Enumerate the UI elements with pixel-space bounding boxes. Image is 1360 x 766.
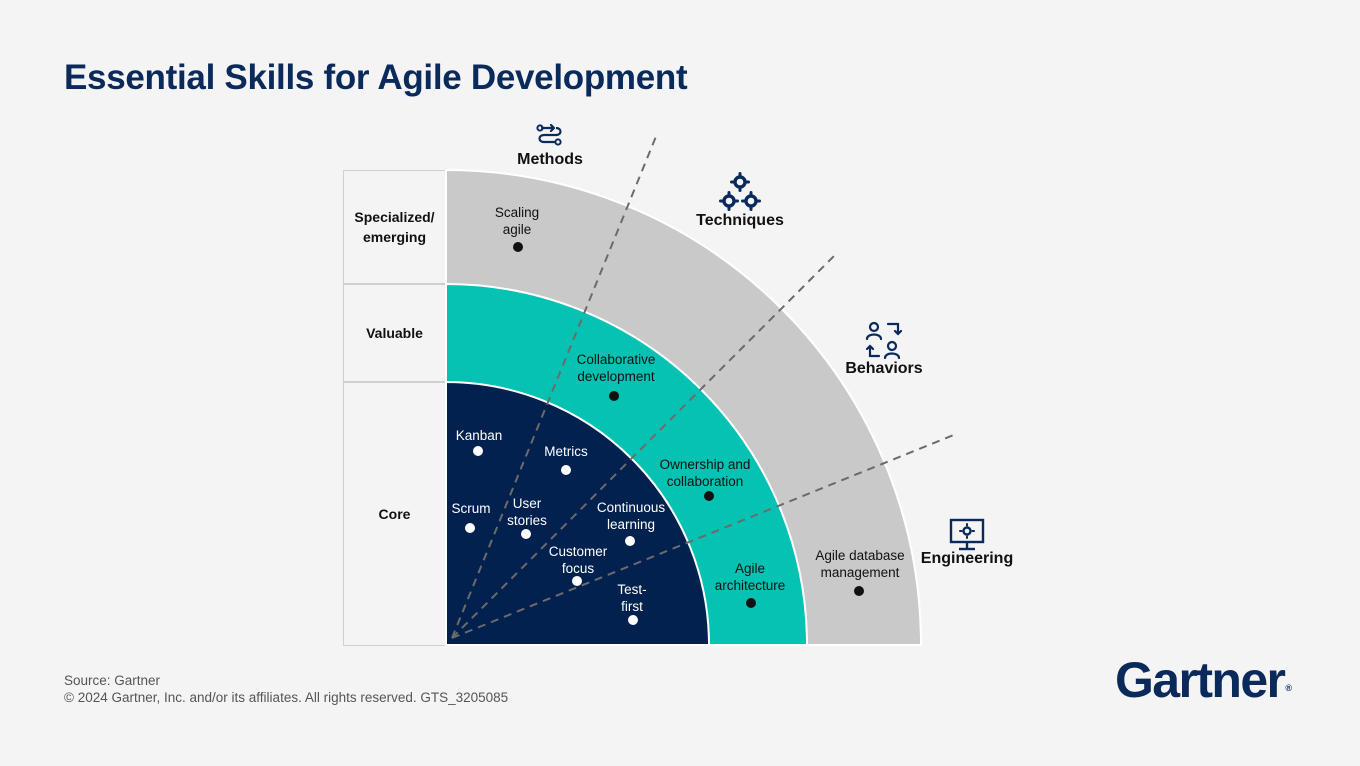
skill-dot	[628, 615, 638, 625]
footer-source-block: Source: Gartner © 2024 Gartner, Inc. and…	[64, 672, 508, 706]
skill-label-line: Kanban	[456, 428, 503, 443]
skill-label-line: Agile	[735, 561, 765, 576]
skill-label: Agile database management	[815, 548, 904, 580]
skill-label-line: Agile database	[815, 548, 904, 563]
skill-label-line: Test-	[617, 582, 646, 597]
skill-dot	[704, 491, 714, 501]
skill-label: Agile architecture	[715, 561, 786, 593]
category-techniques: Techniques	[696, 212, 784, 229]
skill-dot	[561, 465, 571, 475]
skill-label: Metrics	[544, 444, 588, 459]
category-engineering: Engineering	[920, 550, 1014, 567]
skill-label: Kanban	[456, 428, 503, 443]
skill-dot	[854, 586, 864, 596]
source-text: Source: Gartner	[64, 673, 161, 688]
skill-dot	[746, 598, 756, 608]
category-behaviors: Behaviors	[845, 360, 923, 377]
skill-item: Scrum	[451, 501, 491, 533]
skill-label: Scrum	[451, 501, 490, 516]
skill-dot	[625, 536, 635, 546]
skill-dot	[465, 523, 475, 533]
skill-label-line: Collaborative	[577, 352, 656, 367]
skill-label: Scaling agile	[495, 205, 539, 237]
people-exchange-icon	[865, 321, 903, 360]
skill-label-line: agile	[503, 222, 532, 237]
skill-label: Continuous learning	[597, 500, 666, 532]
segment-dividers	[451, 133, 957, 639]
skill-item: Continuous learning	[597, 500, 666, 546]
skill-item: Agile database management	[815, 548, 905, 596]
skill-item: Kanban	[456, 428, 503, 456]
skill-item: Collaborative development	[577, 352, 656, 401]
divider-behaviors-engineering	[451, 433, 957, 639]
skill-item: Scaling agile	[495, 205, 539, 252]
skill-item: Customer focus	[549, 544, 608, 586]
skill-label-line: management	[821, 565, 900, 580]
skill-label-line: stories	[507, 513, 547, 528]
skill-label-line: collaboration	[667, 474, 744, 489]
skill-label: Customer focus	[549, 544, 608, 576]
skill-label: User stories	[507, 496, 547, 528]
skill-label-line: Scrum	[451, 501, 490, 516]
copyright-text: © 2024 Gartner, Inc. and/or its affiliat…	[64, 690, 509, 705]
skill-label-line: learning	[607, 517, 655, 532]
skill-dot	[513, 242, 523, 252]
skill-label: Collaborative development	[577, 352, 656, 384]
divider-methods-techniques	[451, 133, 658, 639]
gears-icon	[719, 172, 761, 211]
row-label-core-text: Core	[378, 506, 411, 522]
skill-dot	[609, 391, 619, 401]
page-title: Essential Skills for Agile Development	[64, 58, 688, 97]
monitor-gear-icon	[949, 518, 985, 551]
skill-item: Agile architecture	[715, 561, 786, 608]
skill-item: Metrics	[544, 444, 588, 475]
skill-label-line: Customer	[549, 544, 608, 559]
skill-item: Ownership and collaboration	[660, 457, 751, 501]
skill-label-line: development	[577, 369, 655, 384]
divider-techniques-behaviors	[451, 253, 837, 639]
skill-label-line: Ownership and	[660, 457, 751, 472]
skill-dot	[572, 576, 582, 586]
category-methods: Methods	[517, 151, 583, 168]
row-label-valuable-text: Valuable	[366, 325, 423, 341]
route-icon	[536, 123, 562, 146]
logo-text: Gartner	[1115, 652, 1286, 708]
skill-label-line: first	[621, 599, 643, 614]
skill-label: Test-first	[617, 582, 646, 614]
skill-label-line: architecture	[715, 578, 786, 593]
skill-item: Test-first	[617, 582, 647, 625]
skill-label-line: focus	[562, 561, 595, 576]
skill-label-line: Scaling	[495, 205, 539, 220]
row-label-specialized: Specialized/ emerging	[343, 170, 445, 284]
row-label-valuable: Valuable	[343, 284, 445, 382]
skill-label: Ownership and collaboration	[660, 457, 751, 489]
skill-label-line: User	[513, 496, 542, 511]
gartner-logo: Gartner®	[1115, 651, 1292, 709]
row-label-specialized-text: Specialized/ emerging	[354, 209, 435, 245]
skill-label-line: Metrics	[544, 444, 588, 459]
registered-mark: ®	[1285, 683, 1293, 693]
skill-dot	[521, 529, 531, 539]
skill-item: User stories	[507, 496, 547, 539]
skill-dot	[473, 446, 483, 456]
row-label-core: Core	[343, 382, 445, 646]
skill-label-line: Continuous	[597, 500, 666, 515]
